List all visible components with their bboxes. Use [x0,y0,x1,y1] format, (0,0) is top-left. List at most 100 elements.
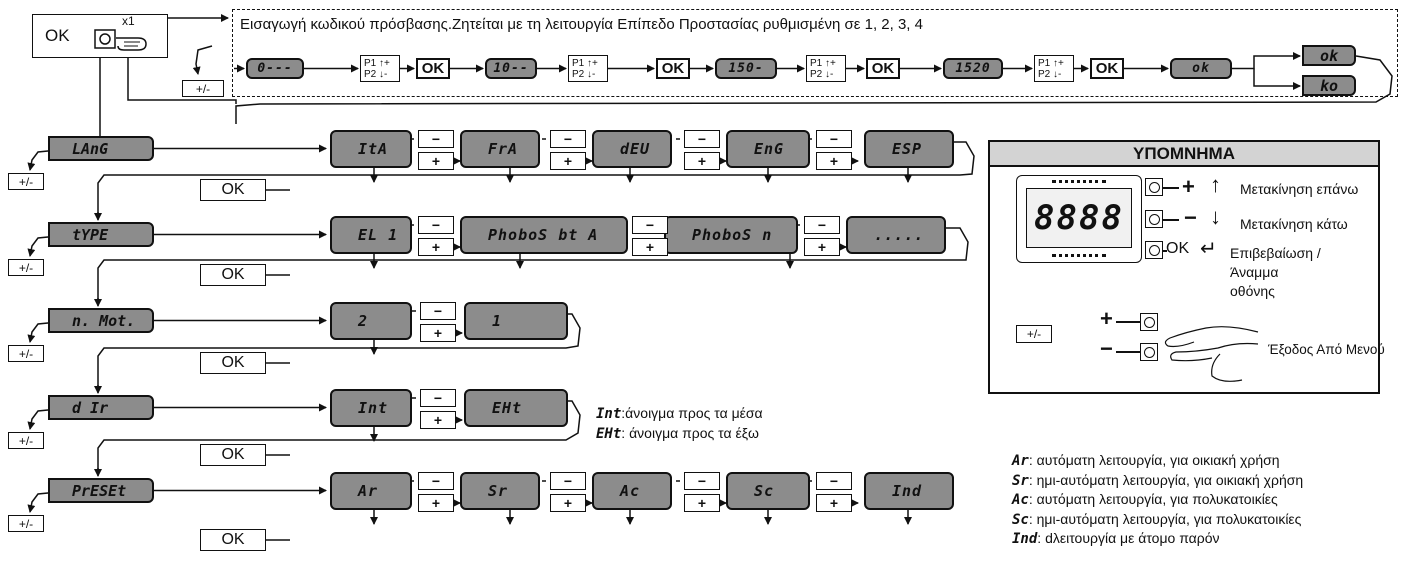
ok-button[interactable]: OK [200,352,266,374]
menu-4[interactable]: PrESEt [48,478,154,503]
ok-button[interactable]: OK [200,179,266,201]
plus-key[interactable]: + [418,238,454,256]
legend-enter-icon: ↵ [1200,238,1217,260]
preset-note-sr: Sr: ημι-αυτόματη λειτουργία, για οικιακή… [1012,471,1303,491]
exit-key[interactable]: +/- [8,173,44,190]
plus-key[interactable]: + [418,152,454,170]
preset-note-sc: Sc: ημι-αυτόματη λειτουργία, για πολυκατ… [1012,510,1303,530]
preset-notes: Ar: αυτόματη λειτουργία, για οικιακή χρή… [1012,451,1303,549]
ok-key-icon[interactable] [1145,241,1163,259]
top-exit-key[interactable]: +/- [182,80,224,97]
menu-value: Ar [330,472,412,510]
preset-note-code: Sc [1012,511,1029,528]
legend-key-wires [1163,187,1179,189]
exit-key[interactable]: +/- [8,432,44,449]
menu-3[interactable]: d Ir [48,395,154,420]
plus-key[interactable]: + [632,238,668,256]
password-instruction: Εισαγωγή κωδικού πρόσβασης.Ζητείται με τ… [240,16,923,33]
password-step: 0--- [246,58,304,79]
menu-2[interactable]: n. Mot. [48,308,154,333]
legend-confirm-3: οθόνης [1230,283,1275,299]
password-step: 1520 [943,58,1003,79]
legend-ok: OK [1166,240,1190,257]
preset-note-text: : ημι-αυτόματη λειτουργία, για οικιακή χ… [1028,471,1304,488]
legend-exit-text: Έξοδος Από Μενού [1268,342,1385,357]
menu-0[interactable]: LAnG [48,136,154,161]
minus-key[interactable]: − [816,130,852,148]
preset-note-code: Ind [1012,531,1038,547]
exit-key[interactable]: +/- [8,259,44,276]
dir-note-eht-text: : άνοιγμα προς τα έξω [621,425,759,441]
exit-key[interactable]: +/- [8,345,44,362]
legend-plus: + [1182,174,1195,199]
p1-label: P1 ↑+ [364,57,390,69]
preset-note-ar: Ar: αυτόματη λειτουργία, για οικιακή χρή… [1012,451,1303,471]
minus-key[interactable]: − [418,472,454,490]
legend-confirm-1: Επιβεβαίωση / [1230,245,1321,261]
direction-keys: P1 ↑+P2 ↓- [360,55,400,82]
legend-down-text: Μετακίνηση κάτω [1240,216,1348,232]
password-ok-key[interactable]: OK [656,58,690,79]
minus-key[interactable]: − [550,472,586,490]
minus-key[interactable]: − [684,472,720,490]
plus-key[interactable]: + [816,494,852,512]
menu-value: Ind [864,472,954,510]
minus-key[interactable]: − [418,130,454,148]
legend-title: ΥΠΟΜΝΗΜΑ [988,140,1380,167]
menu-value: Sc [726,472,810,510]
dir-note-int-text: :άνοιγμα προς τα μέσα [621,405,763,421]
result-ok: ok [1302,45,1356,66]
password-step: ok [1170,58,1232,79]
minus-key[interactable]: − [420,389,456,407]
legend-up-arrow-icon: ↑ [1210,172,1221,197]
minus-key[interactable]: − [804,216,840,234]
minus-key[interactable]: − [816,472,852,490]
ok-button[interactable]: OK [200,264,266,286]
down-key-icon[interactable] [1145,210,1163,228]
legend-exit-key[interactable]: +/- [1016,325,1052,343]
password-ok-key[interactable]: OK [866,58,900,79]
press-button-icon [92,20,158,54]
preset-note-ac: Ac: αυτόματη λειτουργία, για πολυκατοικί… [1012,490,1303,510]
menu-value: EHt [464,389,568,427]
exit-minus-key-icon[interactable] [1140,343,1158,361]
dir-note-int: Int:άνοιγμα προς τα μέσα [596,405,763,422]
display-dots-top [1052,180,1106,187]
password-ok-key[interactable]: OK [416,58,450,79]
password-step: 150- [715,58,777,79]
minus-key[interactable]: − [418,216,454,234]
plus-key[interactable]: + [684,152,720,170]
minus-key[interactable]: − [632,216,668,234]
menu-value: 1 [464,302,568,340]
plus-key[interactable]: + [550,152,586,170]
exit-plus-key-icon[interactable] [1140,313,1158,331]
minus-key[interactable]: − [550,130,586,148]
plus-key[interactable]: + [804,238,840,256]
exit-key[interactable]: +/- [8,515,44,532]
legend-down-arrow-icon: ↓ [1210,204,1221,229]
p1-label: P1 ↑+ [810,57,836,69]
ok-button[interactable]: OK [200,444,266,466]
preset-note-code: Ac [1012,492,1029,508]
plus-key[interactable]: + [550,494,586,512]
plus-key[interactable]: + [816,152,852,170]
legend-exit-minus: − [1100,336,1113,361]
preset-note-text: : αυτόματη λειτουργία, για πολυκατοικίες [1028,491,1278,507]
up-key-icon[interactable] [1145,178,1163,196]
password-step: 10-- [485,58,537,79]
plus-key[interactable]: + [420,324,456,342]
plus-key[interactable]: + [684,494,720,512]
menu-value: 2 [330,302,412,340]
menu-1[interactable]: tYPE [48,222,154,247]
preset-note-text: : αυτόματη λειτουργία, για οικιακή χρήση [1028,452,1280,468]
ok-button[interactable]: OK [200,529,266,551]
minus-key[interactable]: − [420,302,456,320]
menu-value: Sr [460,472,540,510]
top-ok-label: OK [45,26,70,45]
menu-value: FrA [460,130,540,168]
plus-key[interactable]: + [420,411,456,429]
plus-key[interactable]: + [418,494,454,512]
minus-key[interactable]: − [684,130,720,148]
menu-value: ..... [846,216,946,254]
password-ok-key[interactable]: OK [1090,58,1124,79]
